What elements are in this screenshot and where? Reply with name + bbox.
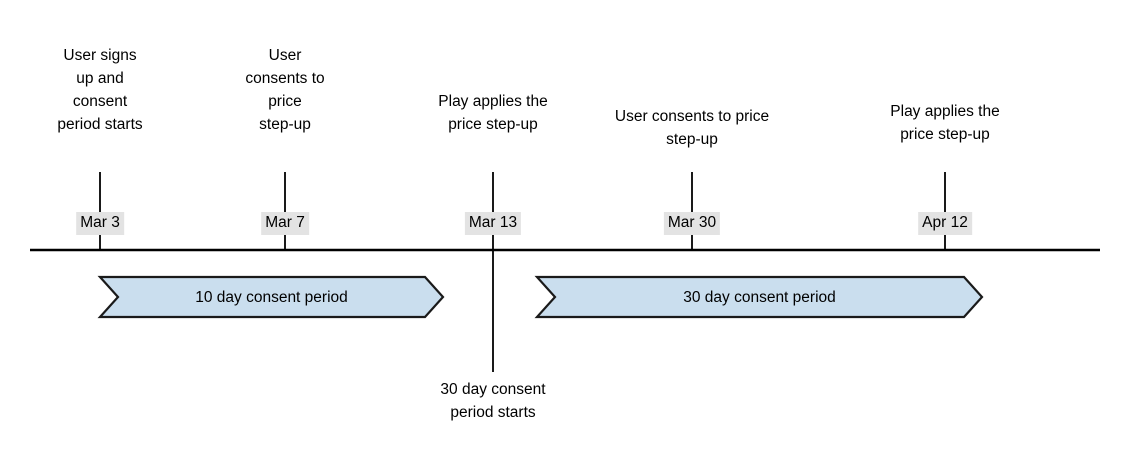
timeline-tick-layer [99,172,946,372]
event-label-apr-12: Play applies the price step-up [890,103,1000,143]
event-label-mar-3: User signs up and consent period starts [57,47,143,133]
below-axis-note-thirty-day-start-note: 30 day consent period starts [440,381,546,421]
date-chip-mar-3: Mar 3 [76,212,124,235]
banner-shape-consent-period-10-day [97,275,445,319]
event-label-mar-13: Play applies the price step-up [438,93,548,133]
banner-shape-consent-period-30-day [534,275,984,319]
date-chip-apr-12: Apr 12 [918,212,972,235]
event-label-mar-30: User consents to price step-up [614,108,770,148]
date-chip-mar-30: Mar 30 [663,212,721,235]
banner-label-consent-period-10-day: 10 day consent period [195,289,348,306]
event-label-mar-7: User consents to price step-up [245,47,325,133]
date-chip-mar-13: Mar 13 [464,212,522,235]
date-chip-mar-7: Mar 7 [261,212,309,235]
banner-label-consent-period-30-day: 30 day consent period [683,289,836,306]
consent-period-banner-layer [97,275,984,319]
